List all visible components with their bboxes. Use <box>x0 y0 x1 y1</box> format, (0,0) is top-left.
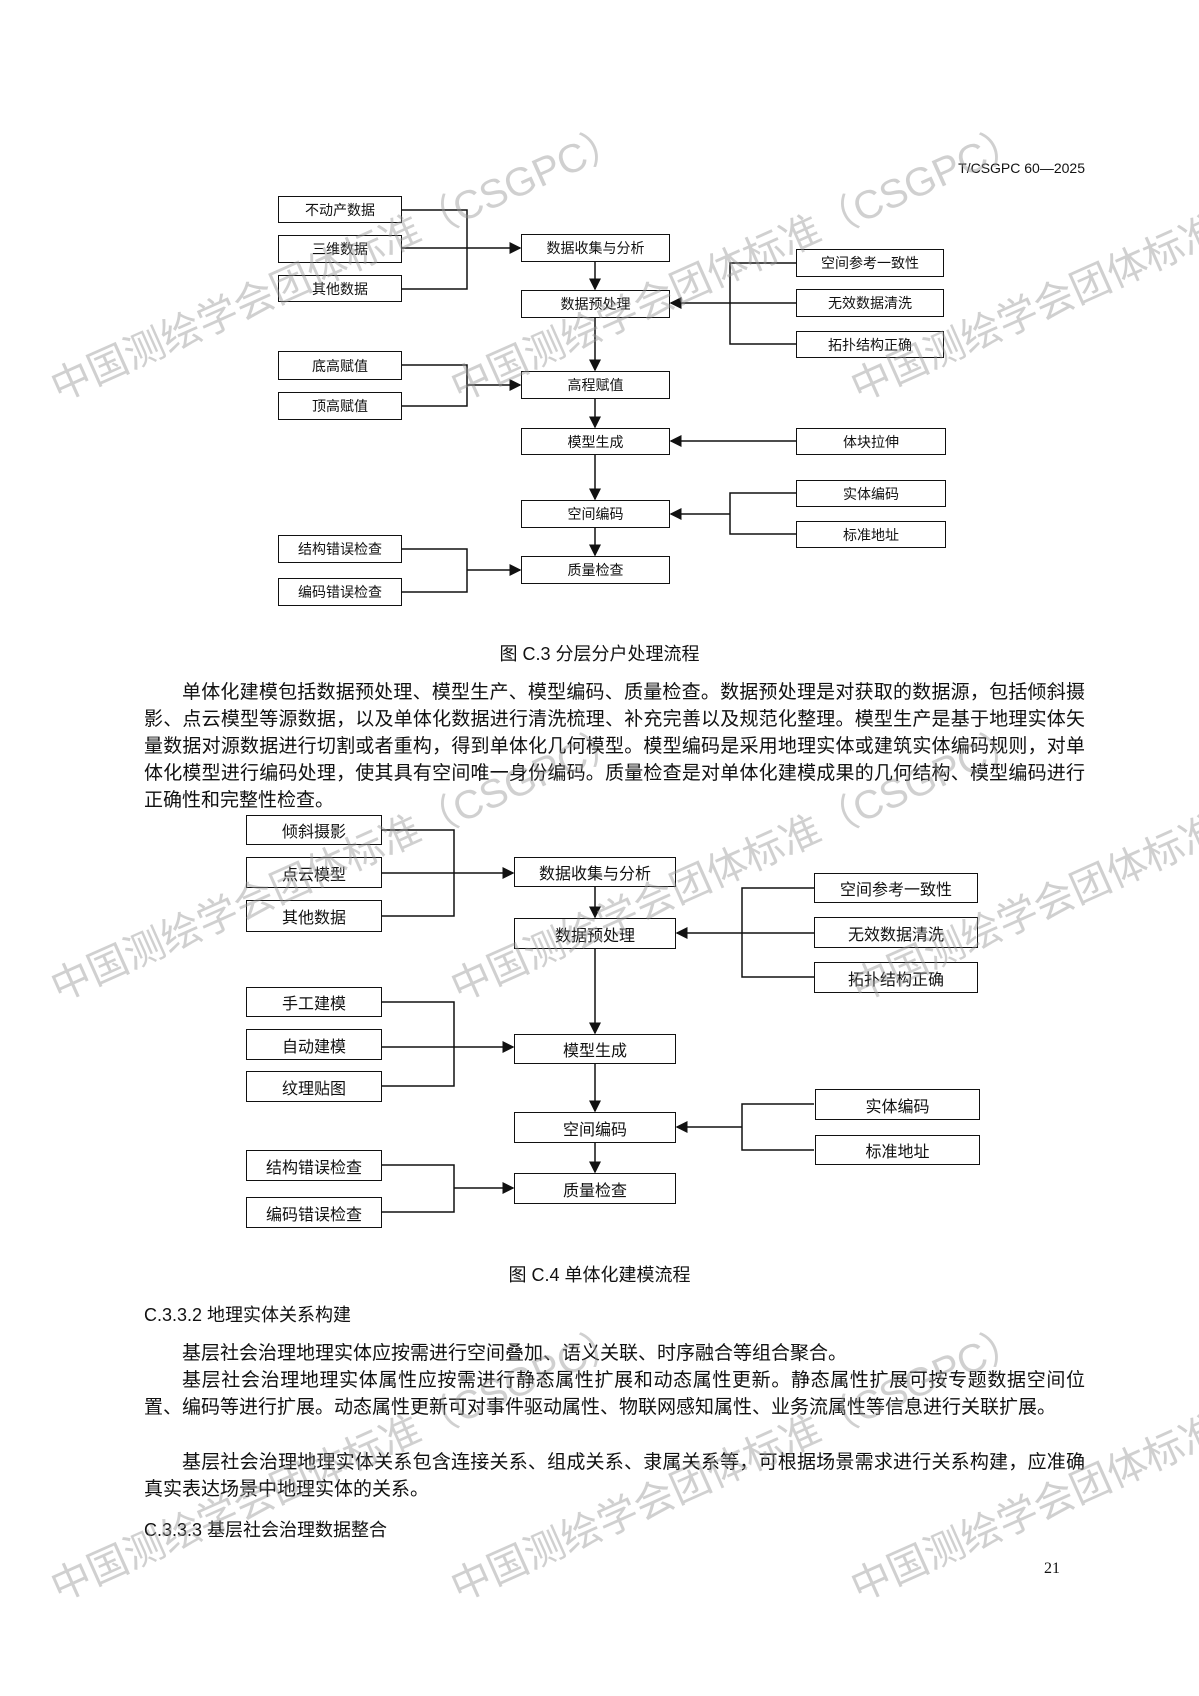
node-top-height: 顶高赋值 <box>278 392 402 420</box>
paragraph-attributes: 基层社会治理地理实体属性应按需进行静态属性扩展和动态属性更新。静态属性扩展可按专… <box>144 1370 1085 1418</box>
node-preprocess: 数据预处理 <box>514 918 676 949</box>
page-number: 21 <box>1044 1560 1060 1577</box>
node-topology: 拓扑结构正确 <box>796 331 944 358</box>
node-collect-analyze: 数据收集与分析 <box>521 234 670 262</box>
node-texture-mapping: 纹理贴图 <box>246 1071 382 1102</box>
node-model: 模型生成 <box>514 1034 676 1064</box>
paragraph-relations: 基层社会治理地理实体关系包含连接关系、组成关系、隶属关系等，可根据场景需求进行关… <box>144 1452 1085 1500</box>
paragraph-modeling: 单体化建模包括数据预处理、模型生产、模型编码、质量检查。数据预处理是对获取的数据… <box>144 682 1085 811</box>
node-structure-error-check: 结构错误检查 <box>246 1150 382 1181</box>
node-quality-check: 质量检查 <box>514 1173 676 1204</box>
node-elevation: 高程赋值 <box>521 371 670 399</box>
node-collect-analyze: 数据收集与分析 <box>514 857 676 887</box>
node-code-error-check: 编码错误检查 <box>246 1197 382 1228</box>
node-spatial-reference: 空间参考一致性 <box>814 873 978 903</box>
section-heading-c333: C.3.3.3 基层社会治理数据整合 <box>144 1520 388 1540</box>
node-spatial-coding: 空间编码 <box>521 500 670 528</box>
node-invalid-cleaning: 无效数据清洗 <box>814 917 978 948</box>
node-model: 模型生成 <box>521 428 670 455</box>
section-heading-c332: C.3.3.2 地理实体关系构建 <box>144 1305 352 1325</box>
node-spatial-reference: 空间参考一致性 <box>796 249 944 277</box>
node-invalid-cleaning: 无效数据清洗 <box>796 289 944 317</box>
node-3d-data: 三维数据 <box>278 235 402 263</box>
paragraph-aggregation: 基层社会治理地理实体应按需进行空间叠加、语义关联、时序融合等组合聚合。 <box>182 1343 848 1364</box>
node-quality-check: 质量检查 <box>521 556 670 584</box>
node-standard-address: 标准地址 <box>815 1135 980 1165</box>
node-entity-code: 实体编码 <box>815 1089 980 1120</box>
node-spatial-coding: 空间编码 <box>514 1112 676 1143</box>
node-manual-modeling: 手工建模 <box>246 987 382 1017</box>
node-preprocess: 数据预处理 <box>521 290 670 318</box>
node-auto-modeling: 自动建模 <box>246 1029 382 1060</box>
node-entity-code: 实体编码 <box>796 480 946 507</box>
standard-code: T/CSGPC 60—2025 <box>958 160 1085 176</box>
node-other-data: 其他数据 <box>278 275 402 302</box>
node-other-data: 其他数据 <box>246 900 382 932</box>
figure-c3-caption: 图 C.3 分层分户处理流程 <box>499 644 700 664</box>
node-base-height: 底高赋值 <box>278 351 402 380</box>
node-topology: 拓扑结构正确 <box>814 962 978 993</box>
node-structure-error-check: 结构错误检查 <box>278 535 402 563</box>
figure-c4-caption: 图 C.4 单体化建模流程 <box>508 1265 691 1285</box>
node-standard-address: 标准地址 <box>796 521 946 548</box>
node-code-error-check: 编码错误检查 <box>278 578 402 606</box>
node-oblique-photography: 倾斜摄影 <box>246 815 382 845</box>
node-real-estate-data: 不动产数据 <box>278 196 402 223</box>
node-point-cloud: 点云模型 <box>246 857 382 888</box>
node-extrusion: 体块拉伸 <box>796 428 946 455</box>
